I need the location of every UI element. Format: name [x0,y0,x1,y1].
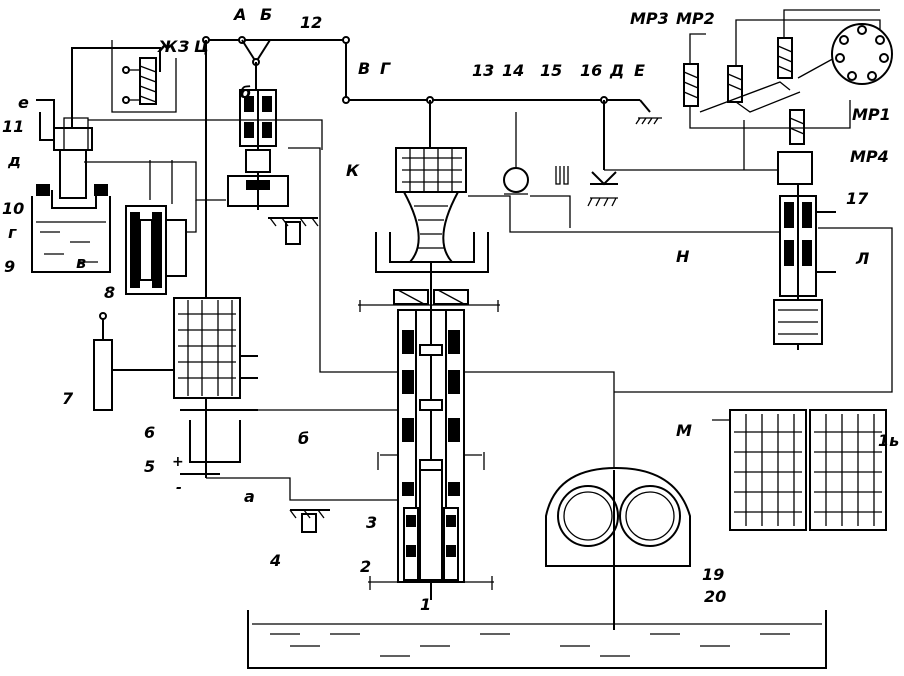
label-19: 19 [702,565,724,584]
left-vessel [31,47,161,273]
reservoir [247,610,827,669]
label-E: Е [634,61,645,80]
label-Z: З [177,37,189,56]
left-bellows-block [173,297,258,399]
bellows-13 [395,147,467,263]
label-g: г [8,223,17,242]
label-minus: - [176,480,182,496]
label-3: 3 [366,513,377,532]
label-N: Н [676,247,690,266]
label-18: 1ь [878,431,899,450]
label-MP3: МР3 [630,9,669,28]
right-valve-17 [773,151,836,350]
label-B: Б [260,5,272,24]
label-11: 11 [2,117,24,136]
central-servo-column [358,289,500,600]
label-K: К [346,161,360,180]
label-14: 14 [502,61,524,80]
cylinder-7 [93,312,174,411]
distributor-disc [831,23,893,85]
pipelines [63,117,893,626]
right-bellows-tanks [712,409,887,531]
relay-mp1 [777,37,793,79]
label-15: 15 [540,61,562,80]
label-1: 1 [420,595,431,614]
label-6-pipe: б [298,429,309,448]
label-20: 20 [704,587,726,606]
relay-mp3 [683,63,699,107]
label-d: д [7,151,21,170]
label-D: Д [609,61,624,80]
label-10: 10 [2,199,24,218]
label-MP1: МР1 [852,105,891,124]
throttle-4 [289,509,330,533]
label-M: М [676,421,692,440]
left-solenoid [111,40,177,113]
label-MP4: МР4 [850,147,889,166]
valve-12 [227,89,319,245]
relay-mp4 [789,109,805,145]
relay-mp2 [727,65,743,103]
mount-D [587,171,618,207]
sensor-15 [503,112,529,195]
label-7: 7 [62,389,74,408]
label-9: 9 [4,257,15,276]
switch-5 [180,409,258,478]
label-16: 16 [580,61,602,80]
top-lever-system [202,36,662,478]
label-plus: + [172,454,184,470]
label-V: В [358,59,370,78]
label-13: 13 [472,61,494,80]
label-5: 5 [144,457,155,476]
label-A: А [232,5,246,24]
label-6-left: 6 [144,423,155,442]
valve-8 [125,205,187,295]
label-G: Г [380,59,391,78]
cone-14 [375,232,489,290]
label-8: 8 [104,283,115,302]
label-4: 4 [269,551,281,570]
labels: 1 2 3 4 5 6 б 7 8 9 10 11 12 13 14 15 16… [2,5,899,614]
spring-16 [555,166,569,185]
label-12: 12 [300,13,322,32]
label-2: 2 [360,557,371,576]
label-b: б [240,83,251,102]
label-Zh: Ж [157,37,178,56]
label-v: в [76,253,86,272]
label-Ts: Ц [194,37,209,56]
label-17: 17 [846,189,869,208]
label-e: е [18,93,29,112]
label-MP2: МР2 [676,9,715,28]
twin-pump-19 [545,466,691,630]
label-a: а [244,487,255,506]
label-L: Л [855,249,869,268]
